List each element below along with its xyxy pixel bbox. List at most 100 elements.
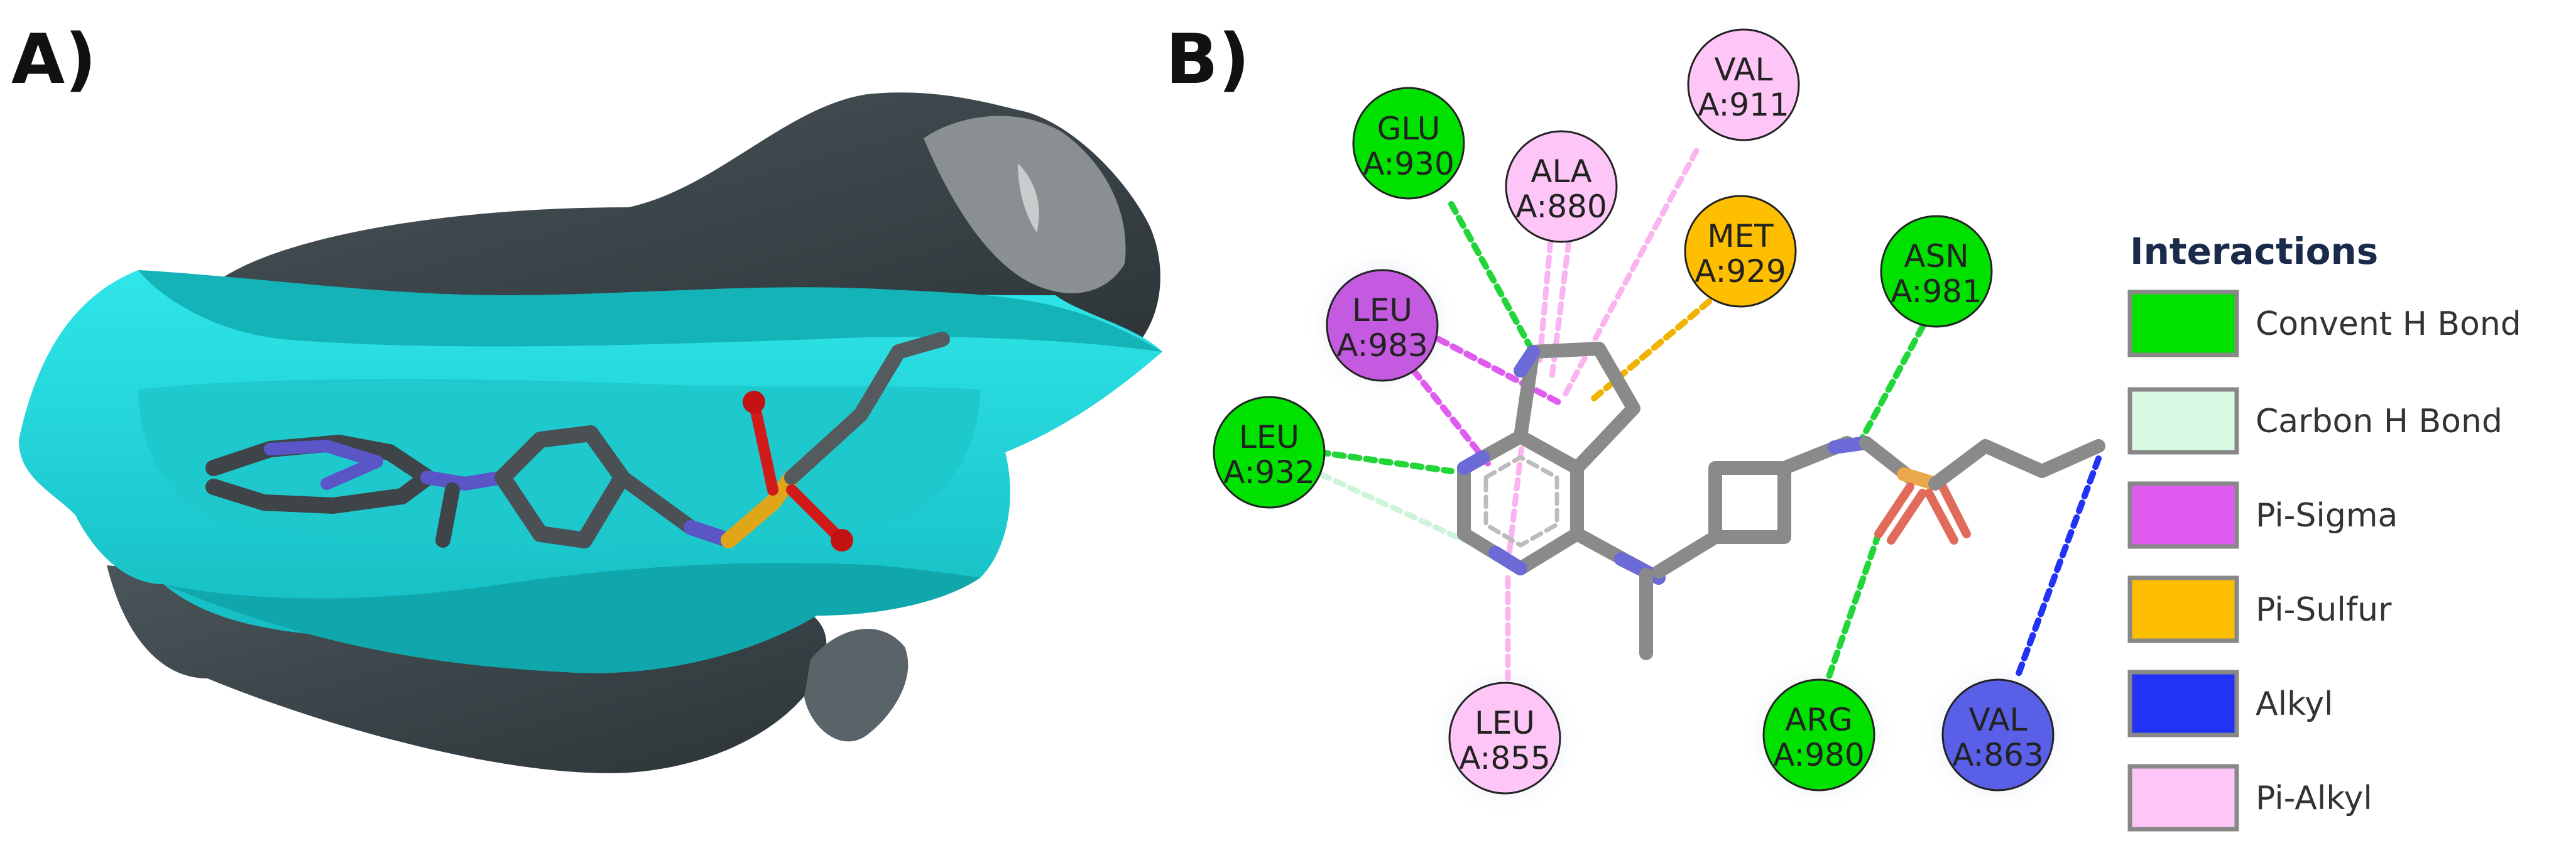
legend-item-convent-h-bond: Convent H Bond [2127,290,2521,357]
residue-asn981-circle [1880,215,1993,328]
legend-label-pi-alkyl: Pi-Alkyl [2256,780,2372,817]
line-glu930 [1448,201,1536,355]
oxygen-atom-1 [743,391,765,413]
residue-val911-name: VAL [1714,52,1772,88]
so-oxygen-1b [1887,489,1927,545]
residue-val863-name: VAL [1968,702,2027,738]
cyan-lower-lip [163,563,980,673]
residue-ala880-name: ALA [1531,153,1591,190]
pyrimidine-aromatic [1483,455,1559,548]
line-val911 [1561,148,1700,399]
legend-swatch-pi-alkyl [2127,764,2239,832]
so-oxygen-1a [1874,482,1914,538]
residue-val863: VAL A:863 [1941,678,2055,791]
ligand-propyl [784,332,950,485]
legend-item-pi-alkyl: Pi-Alkyl [2127,764,2372,832]
residue-leu932-circle [1213,396,1326,509]
residue-leu983-circle [1326,269,1439,382]
residue-met929-name: MET [1707,218,1774,254]
residue-leu855-chain: A:855 [1459,740,1551,776]
residue-asn981: ASN A:981 [1880,215,1993,328]
ligand-oxygen-1 [748,396,778,496]
line-leu932-h [1316,449,1454,474]
residue-ala880-circle [1505,130,1618,243]
cyan-pocket-shadow [138,379,980,547]
legend-item-pi-sigma: Pi-Sigma [2127,481,2398,549]
ligand-amine [420,470,510,491]
legend-item-carbon-h-bond: Carbon H Bond [2127,387,2502,455]
line-arg980 [1825,531,1882,682]
residue-leu855: LEU A:855 [1448,682,1561,795]
legend-label-pi-sigma: Pi-Sigma [2256,497,2398,535]
residue-asn981-chain: A:981 [1891,273,1982,310]
ligand-bicycle-nitrogen [264,440,383,490]
residue-leu855-name: LEU [1475,705,1535,741]
line-ala880-1 [1536,223,1555,367]
residue-glu930-circle [1352,87,1465,200]
residue-glu930-name: GLU [1377,111,1441,147]
residue-val911-circle [1687,28,1800,141]
residue-val911: VAL A:911 [1687,28,1800,141]
residue-bubbles: GLU A:930 ALA A:880 VAL A:911 MET A:929 … [1213,28,2055,795]
legend-swatch-pi-sigma [2127,481,2239,549]
legend-swatch-convent-h-bond [2127,290,2239,357]
residue-met929: MET A:929 [1684,195,1797,308]
residue-val863-chain: A:863 [1952,737,2044,773]
residue-arg980-chain: A:980 [1773,737,1865,773]
line-asn981 [1857,324,1926,446]
residue-asn981-name: ASN [1904,238,1968,275]
legend: Interactions Convent H Bond Carbon H Bon… [2127,230,2521,832]
legend-label-pi-sulfur: Pi-Sulfur [2256,591,2392,629]
residue-leu983-name: LEU [1352,292,1412,329]
residue-val863-circle [1941,678,2055,791]
legend-label-carbon-h-bond: Carbon H Bond [2256,403,2502,440]
panel-b-label: B) [1165,19,1250,99]
residue-leu855-circle [1448,682,1561,795]
residue-leu932: LEU A:932 [1213,396,1326,509]
residue-arg980-circle [1762,678,1875,791]
residue-ala880-chain: A:880 [1515,188,1607,225]
residue-leu932-chain: A:932 [1223,454,1315,491]
line-val863 [2014,455,2102,682]
residue-arg980-name: ARG [1785,702,1853,738]
line-met929 [1586,298,1712,405]
so-oxygen-2b [1938,482,1971,538]
propyl-chain [1928,439,2105,491]
panel-a-ligand [205,332,950,552]
protein-back-glint [1018,163,1039,232]
legend-swatch-alkyl [2127,670,2239,737]
ligand-sulfur [721,469,800,548]
legend-swatch-pi-sulfur [2127,575,2239,643]
residue-leu983: LEU A:983 [1326,269,1439,382]
panel-a-surface [19,92,1162,773]
residue-leu983-chain: A:983 [1336,327,1428,364]
legend-item-alkyl: Alkyl [2127,670,2333,737]
ligand-oxygen-2 [786,484,848,546]
n-atom-ring-bottom [1488,546,1527,575]
residue-leu932-name: LEU [1239,419,1299,455]
oxygen-atom-2 [831,529,853,552]
panel-b-ligand [1457,342,2105,660]
legend-title: Interactions [2130,230,2378,273]
residue-met929-chain: A:929 [1695,253,1786,290]
line-leu983-1 [1436,336,1561,405]
panel-a-label: A) [11,19,97,99]
line-leu983-2 [1411,367,1492,468]
cyclobutane-ring [1708,461,1791,544]
amine-to-cyclobutane [1652,530,1722,579]
legend-item-pi-sulfur: Pi-Sulfur [2127,575,2392,643]
so-oxygen-2a [1924,489,1958,545]
n-atom-pyrrole [1514,345,1540,378]
residue-glu930: GLU A:930 [1352,87,1465,200]
legend-label-convent-h-bond: Convent H Bond [2256,305,2521,343]
legend-label-alkyl: Alkyl [2256,685,2333,723]
n-atom-ring-top [1457,450,1490,475]
protein-fragment [804,629,909,742]
ligand-methyl [435,482,460,548]
interaction-lines [1304,148,2102,682]
cyan-upper-lip [138,270,1162,352]
residue-arg980: ARG A:980 [1762,678,1875,791]
residue-val911-chain: A:911 [1698,87,1789,123]
line-leu932-c [1304,465,1467,543]
